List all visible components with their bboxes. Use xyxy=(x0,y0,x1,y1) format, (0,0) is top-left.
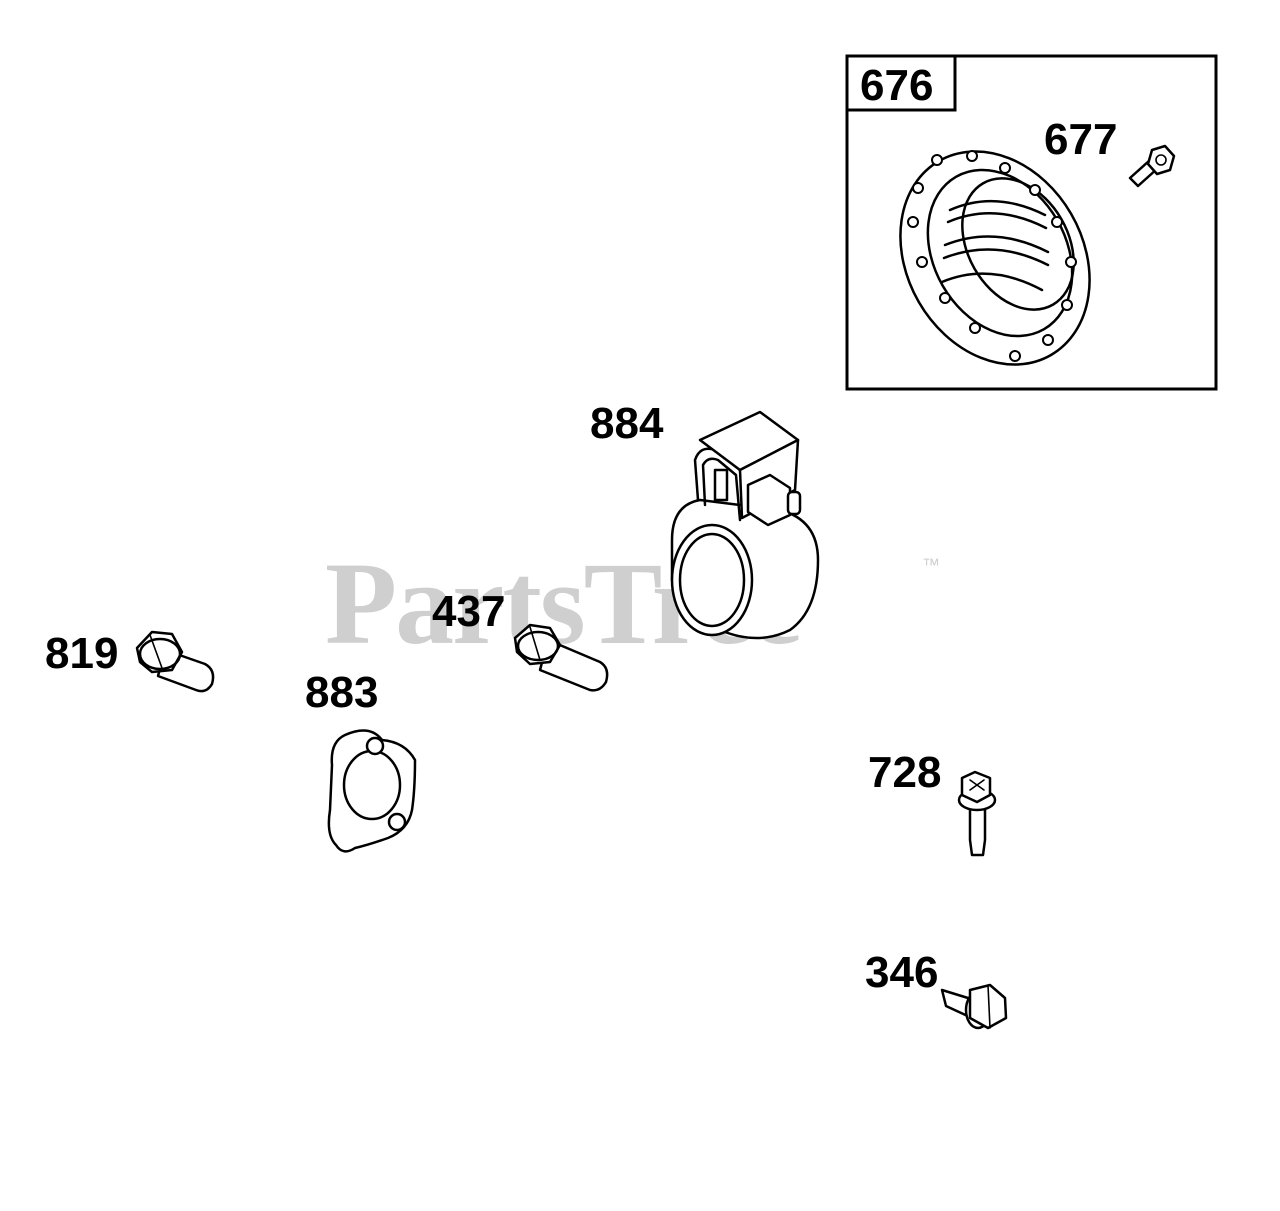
trademark-symbol: ™ xyxy=(922,555,940,575)
gasket-883-illustration xyxy=(327,729,417,853)
screw-677-illustration xyxy=(1128,144,1176,188)
bolt-819-illustration xyxy=(135,630,215,693)
label-part-677: 677 xyxy=(1044,115,1118,164)
clamp-884-illustration xyxy=(670,410,820,640)
label-part-883: 883 xyxy=(305,668,379,717)
inset-box-676 xyxy=(845,54,1218,391)
screw-728-illustration xyxy=(957,770,997,857)
label-part-437: 437 xyxy=(432,587,506,636)
bolt-437-illustration xyxy=(513,623,609,692)
label-part-728: 728 xyxy=(868,748,942,797)
label-part-819: 819 xyxy=(45,629,119,678)
cover-676-illustration xyxy=(899,150,1091,366)
screw-346-illustration xyxy=(940,983,1008,1030)
label-part-346: 346 xyxy=(865,948,939,997)
label-part-676: 676 xyxy=(860,61,934,110)
label-part-884: 884 xyxy=(590,399,664,448)
